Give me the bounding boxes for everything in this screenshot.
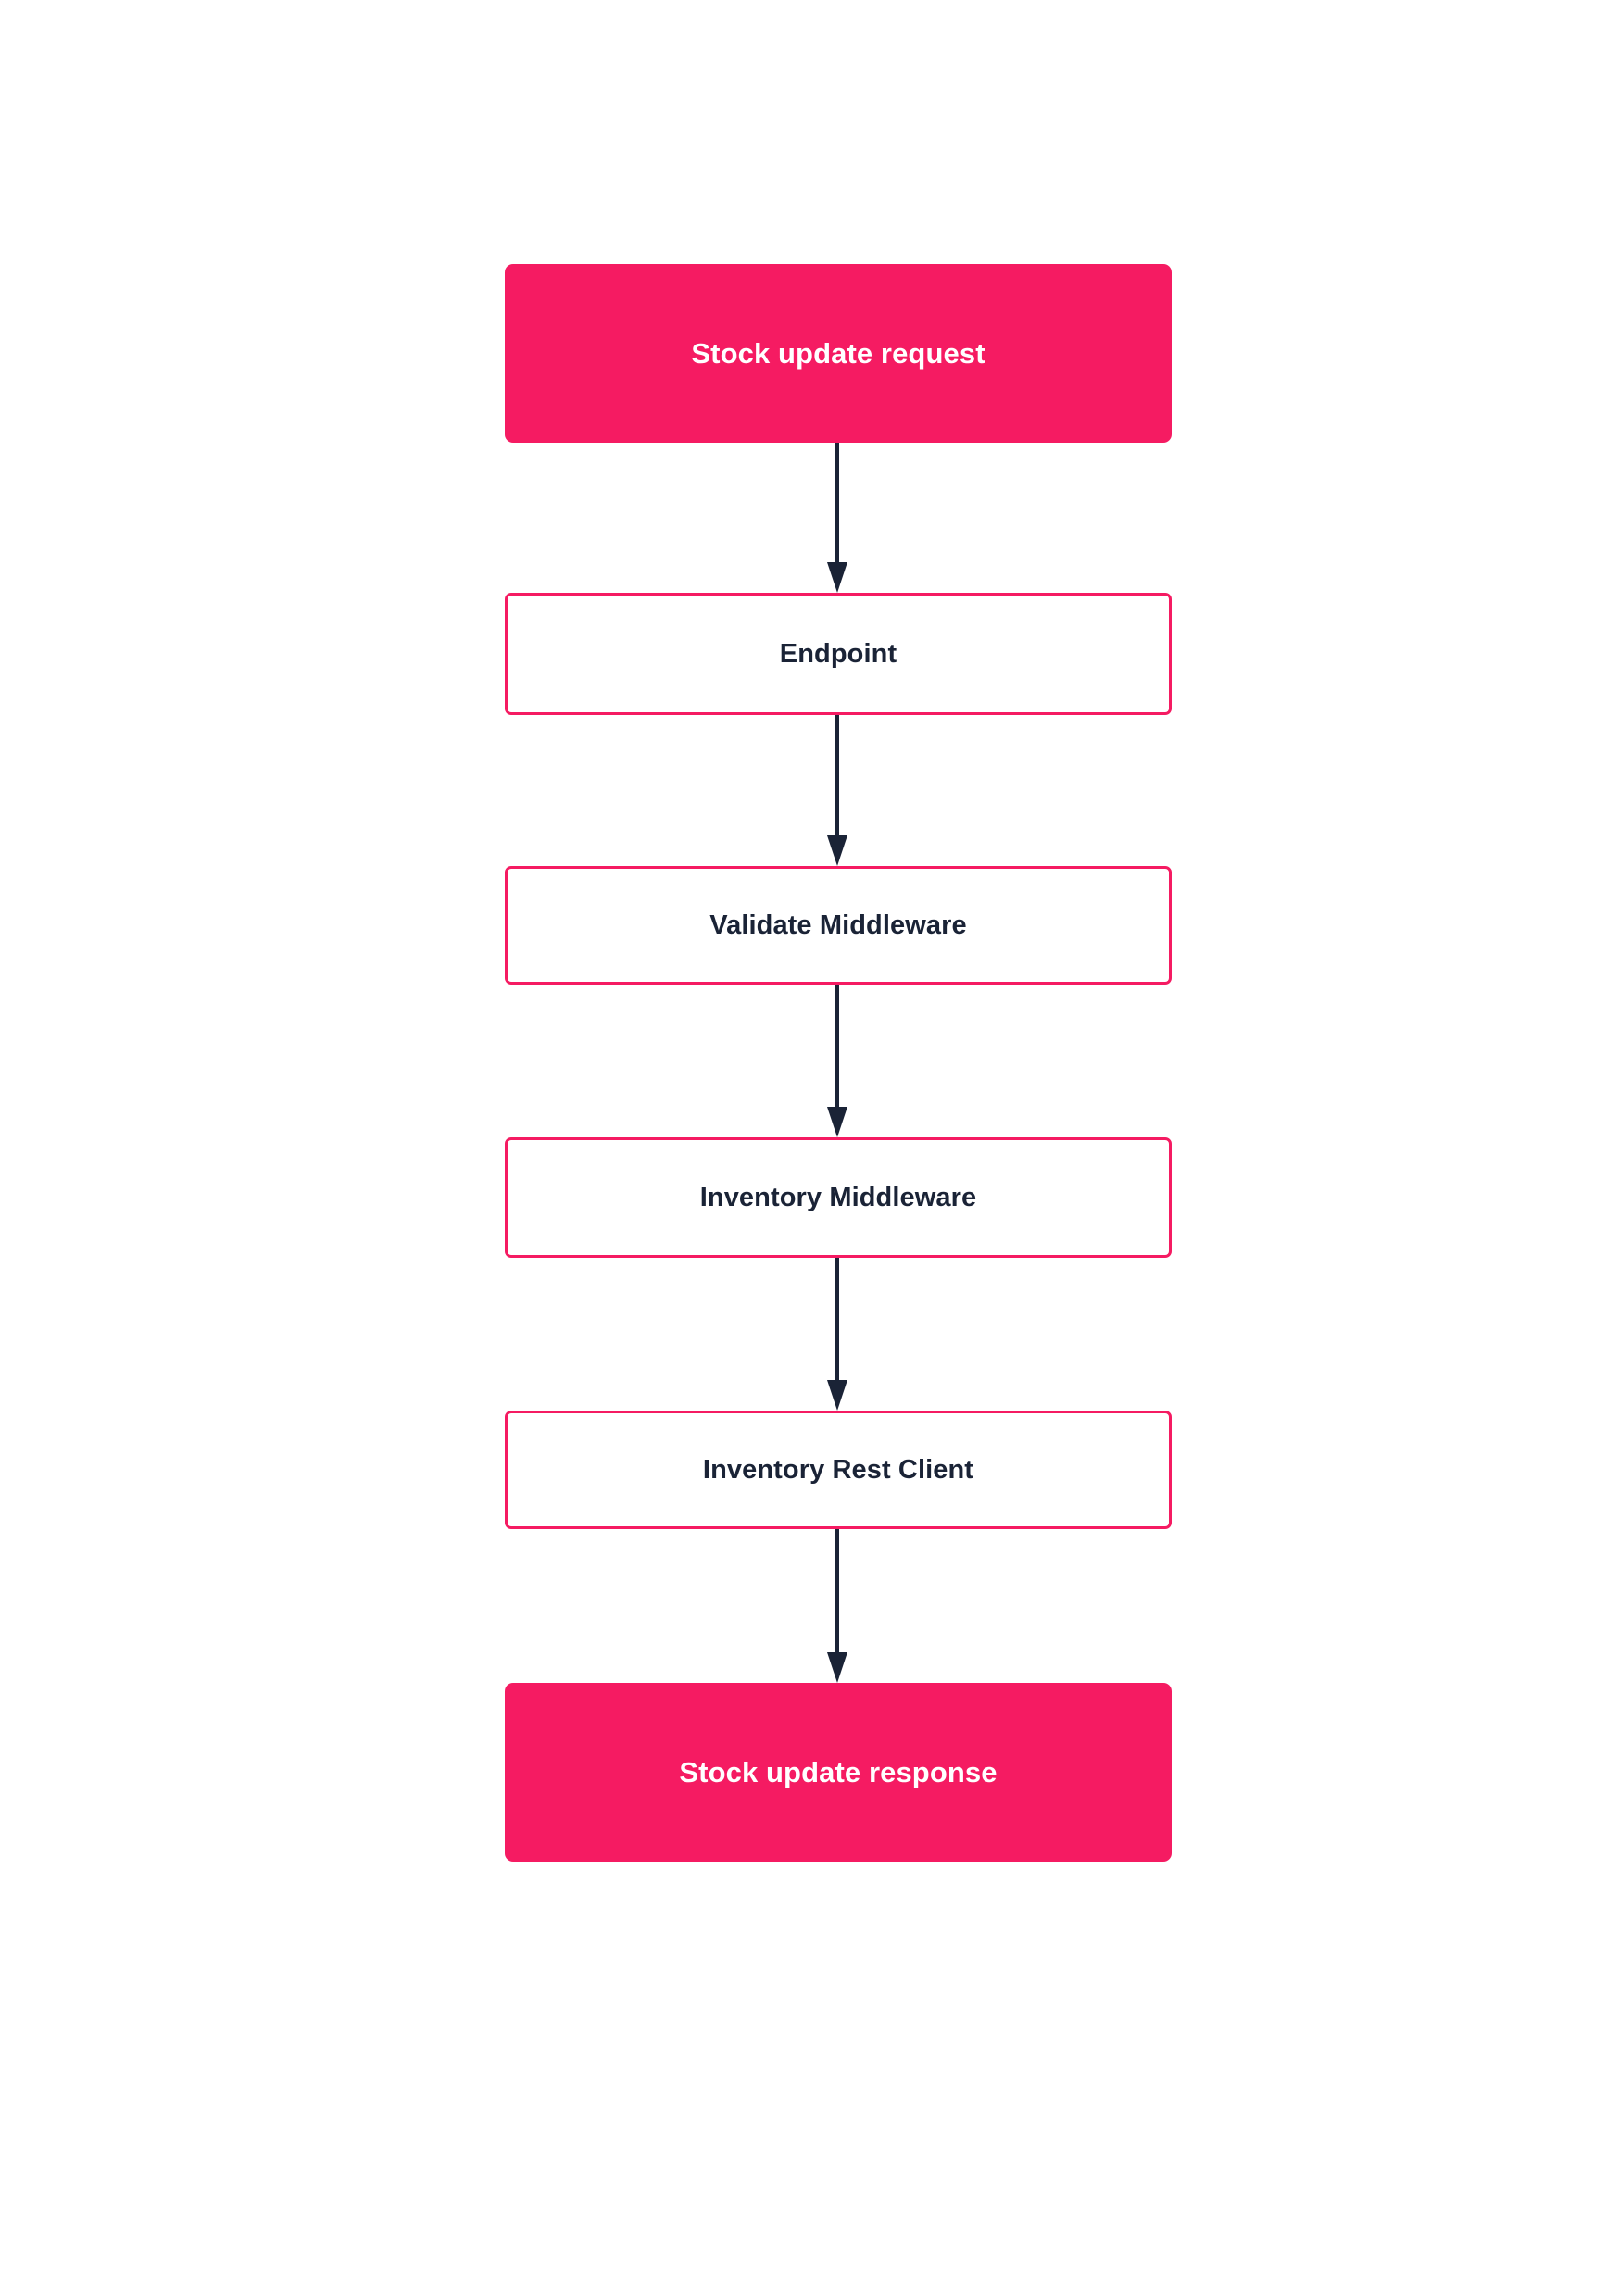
arrowhead-icon [827, 1652, 847, 1683]
node-stock-update-request[interactable]: Stock update request [505, 264, 1172, 443]
node-inventory-middleware[interactable]: Inventory Middleware [505, 1137, 1172, 1258]
edge-inventory-middleware-to-inventory-rest-client [827, 1258, 847, 1411]
node-label-endpoint: Endpoint [779, 638, 897, 669]
node-stock-update-response[interactable]: Stock update response [505, 1683, 1172, 1862]
edge-endpoint-to-validate-middleware [827, 715, 847, 866]
edge-inventory-rest-client-to-stock-update-response [827, 1529, 847, 1683]
node-label-stock-update-request: Stock update request [691, 336, 985, 370]
edge-stock-update-request-to-endpoint [827, 443, 847, 593]
node-label-inventory-middleware: Inventory Middleware [699, 1182, 977, 1212]
node-validate-middleware[interactable]: Validate Middleware [505, 866, 1172, 985]
arrowhead-icon [827, 562, 847, 593]
node-endpoint[interactable]: Endpoint [505, 593, 1172, 715]
arrowhead-icon [827, 835, 847, 866]
node-label-stock-update-response: Stock update response [679, 1755, 998, 1788]
arrowhead-icon [827, 1107, 847, 1137]
arrowhead-icon [827, 1380, 847, 1411]
edge-validate-middleware-to-inventory-middleware [827, 985, 847, 1137]
node-label-validate-middleware: Validate Middleware [709, 910, 967, 940]
node-inventory-rest-client[interactable]: Inventory Rest Client [505, 1411, 1172, 1529]
node-label-inventory-rest-client: Inventory Rest Client [702, 1454, 974, 1485]
